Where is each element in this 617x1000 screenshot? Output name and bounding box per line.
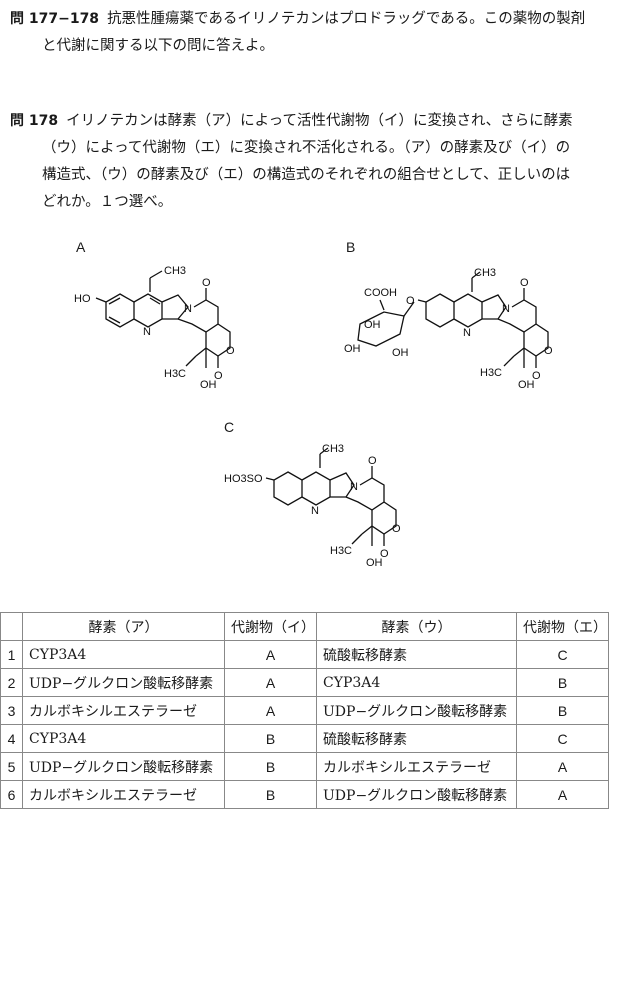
answer-table: 酵素（ア） 代謝物（イ） 酵素（ウ） 代謝物（エ） 1 CYP3A4 A 硫酸転… [0, 612, 609, 809]
oh-label: OH [392, 347, 409, 359]
question-text: （ウ）によって代謝物（エ）に変換され不活化される。（ア）の酵素及び（イ）の [42, 140, 571, 156]
question-text: イリノテカンは酵素（ア）によって活性代謝物（イ）に変換され、さらに酵素 [66, 113, 573, 129]
enzyme-a-cell: UDP−グルクロン酸転移酵素 [22, 752, 225, 781]
row-number: 5 [0, 752, 23, 781]
metabolite-i-cell: B [224, 780, 317, 809]
oh-label: OH [344, 343, 361, 355]
metabolite-e-cell: B [516, 668, 609, 697]
enzyme-u-cell: UDP−グルクロン酸転移酵素 [316, 780, 517, 809]
n-label: N [143, 326, 151, 338]
metabolite-e-cell: A [516, 752, 609, 781]
table-header: 代謝物（エ） [516, 612, 609, 641]
metabolite-i-cell: B [224, 724, 317, 753]
ho3so-label: HO3SO [224, 473, 263, 485]
metabolite-e-cell: B [516, 696, 609, 725]
enzyme-a-cell: CYP3A4 [22, 640, 225, 669]
n-label: N [350, 481, 358, 493]
ch3-label: CH3 [164, 265, 186, 277]
n-label: N [311, 505, 319, 517]
table-header: 酵素（ウ） [316, 612, 517, 641]
h3c-label: H3C [330, 545, 352, 557]
enzyme-a-cell: カルボキシルエステラーゼ [22, 780, 225, 809]
metabolite-e-cell: C [516, 724, 609, 753]
question-number: 問 178 [10, 113, 59, 129]
n-label: N [463, 327, 471, 339]
metabolite-e-cell: C [516, 640, 609, 669]
structure-label-a: A [76, 239, 86, 255]
metabolite-i-cell: A [224, 696, 317, 725]
row-number: 1 [0, 640, 23, 669]
o-label: O [392, 523, 401, 535]
metabolite-i-cell: A [224, 640, 317, 669]
oh-label: OH [364, 319, 381, 331]
table-header [0, 612, 23, 641]
table-header: 酵素（ア） [22, 612, 225, 641]
question-178: 問 178 イリノテカンは酵素（ア）によって活性代謝物（イ）に変換され、さらに酵素… [10, 108, 610, 216]
o-label: O [202, 277, 211, 289]
o-label: O [380, 548, 389, 560]
row-number: 3 [0, 696, 23, 725]
table-row[interactable]: 3 カルボキシルエステラーゼ A UDP−グルクロン酸転移酵素 B [0, 696, 609, 725]
h3c-label: H3C [480, 367, 502, 379]
table-row[interactable]: 4 CYP3A4 B 硫酸転移酵素 C [0, 724, 609, 753]
o-label: O [226, 345, 235, 357]
question-text: と代謝に関する以下の問に答えよ。 [42, 38, 274, 54]
o-label: O [406, 295, 415, 307]
table-header: 代謝物（イ） [224, 612, 317, 641]
o-label: O [368, 455, 377, 467]
row-number: 4 [0, 724, 23, 753]
ch3-label: CH3 [474, 267, 496, 279]
cooh-label: COOH [364, 287, 397, 299]
enzyme-a-cell: カルボキシルエステラーゼ [22, 696, 225, 725]
enzyme-a-cell: CYP3A4 [22, 724, 225, 753]
oh-label: OH [366, 557, 383, 569]
question-text: どれか。１つ選べ。 [42, 194, 173, 210]
row-number: 2 [0, 668, 23, 697]
question-text: 構造式、（ウ）の酵素及び（エ）の構造式のそれぞれの組合せとして、正しいのは [42, 167, 571, 183]
ho-label: HO [74, 293, 91, 305]
enzyme-u-cell: カルボキシルエステラーゼ [316, 752, 517, 781]
metabolite-i-cell: A [224, 668, 317, 697]
table-row[interactable]: 1 CYP3A4 A 硫酸転移酵素 C [0, 640, 609, 669]
enzyme-u-cell: CYP3A4 [316, 668, 517, 697]
question-177-178: 問 177−178 抗悪性腫瘍薬であるイリノテカンはプロドラッグである。この薬物の… [10, 6, 610, 60]
ch3-label: CH3 [322, 443, 344, 455]
h3c-label: H3C [164, 368, 186, 380]
table-row[interactable]: 6 カルボキシルエステラーゼ B UDP−グルクロン酸転移酵素 A [0, 780, 609, 809]
o-label: O [532, 370, 541, 382]
structure-a-drawing: CH3 HO N N O O O H3C OH [74, 265, 235, 391]
enzyme-u-cell: 硫酸転移酵素 [316, 724, 517, 753]
n-label: N [184, 303, 192, 315]
oh-label: OH [518, 379, 535, 391]
o-label: O [214, 370, 223, 382]
structure-b-drawing: COOH O OH OH OH CH3 N N O O O H3C OH [344, 267, 553, 391]
row-number: 6 [0, 780, 23, 809]
oh-label: OH [200, 379, 217, 391]
metabolite-e-cell: A [516, 780, 609, 809]
enzyme-a-cell: UDP−グルクロン酸転移酵素 [22, 668, 225, 697]
question-text: 抗悪性腫瘍薬であるイリノテカンはプロドラッグである。この薬物の製剤 [107, 11, 586, 27]
enzyme-u-cell: 硫酸転移酵素 [316, 640, 517, 669]
structure-c-drawing: CH3 HO3SO N N O O O H3C OH [224, 443, 401, 569]
metabolite-i-cell: B [224, 752, 317, 781]
o-label: O [520, 277, 529, 289]
table-row[interactable]: 5 UDP−グルクロン酸転移酵素 B カルボキシルエステラーゼ A [0, 752, 609, 781]
structure-label-c: C [224, 419, 235, 435]
structure-label-b: B [346, 239, 356, 255]
table-header-row: 酵素（ア） 代謝物（イ） 酵素（ウ） 代謝物（エ） [0, 612, 609, 641]
question-number: 問 177−178 [10, 11, 100, 27]
enzyme-u-cell: UDP−グルクロン酸転移酵素 [316, 696, 517, 725]
table-row[interactable]: 2 UDP−グルクロン酸転移酵素 A CYP3A4 B [0, 668, 609, 697]
o-label: O [544, 345, 553, 357]
n-label: N [502, 303, 510, 315]
